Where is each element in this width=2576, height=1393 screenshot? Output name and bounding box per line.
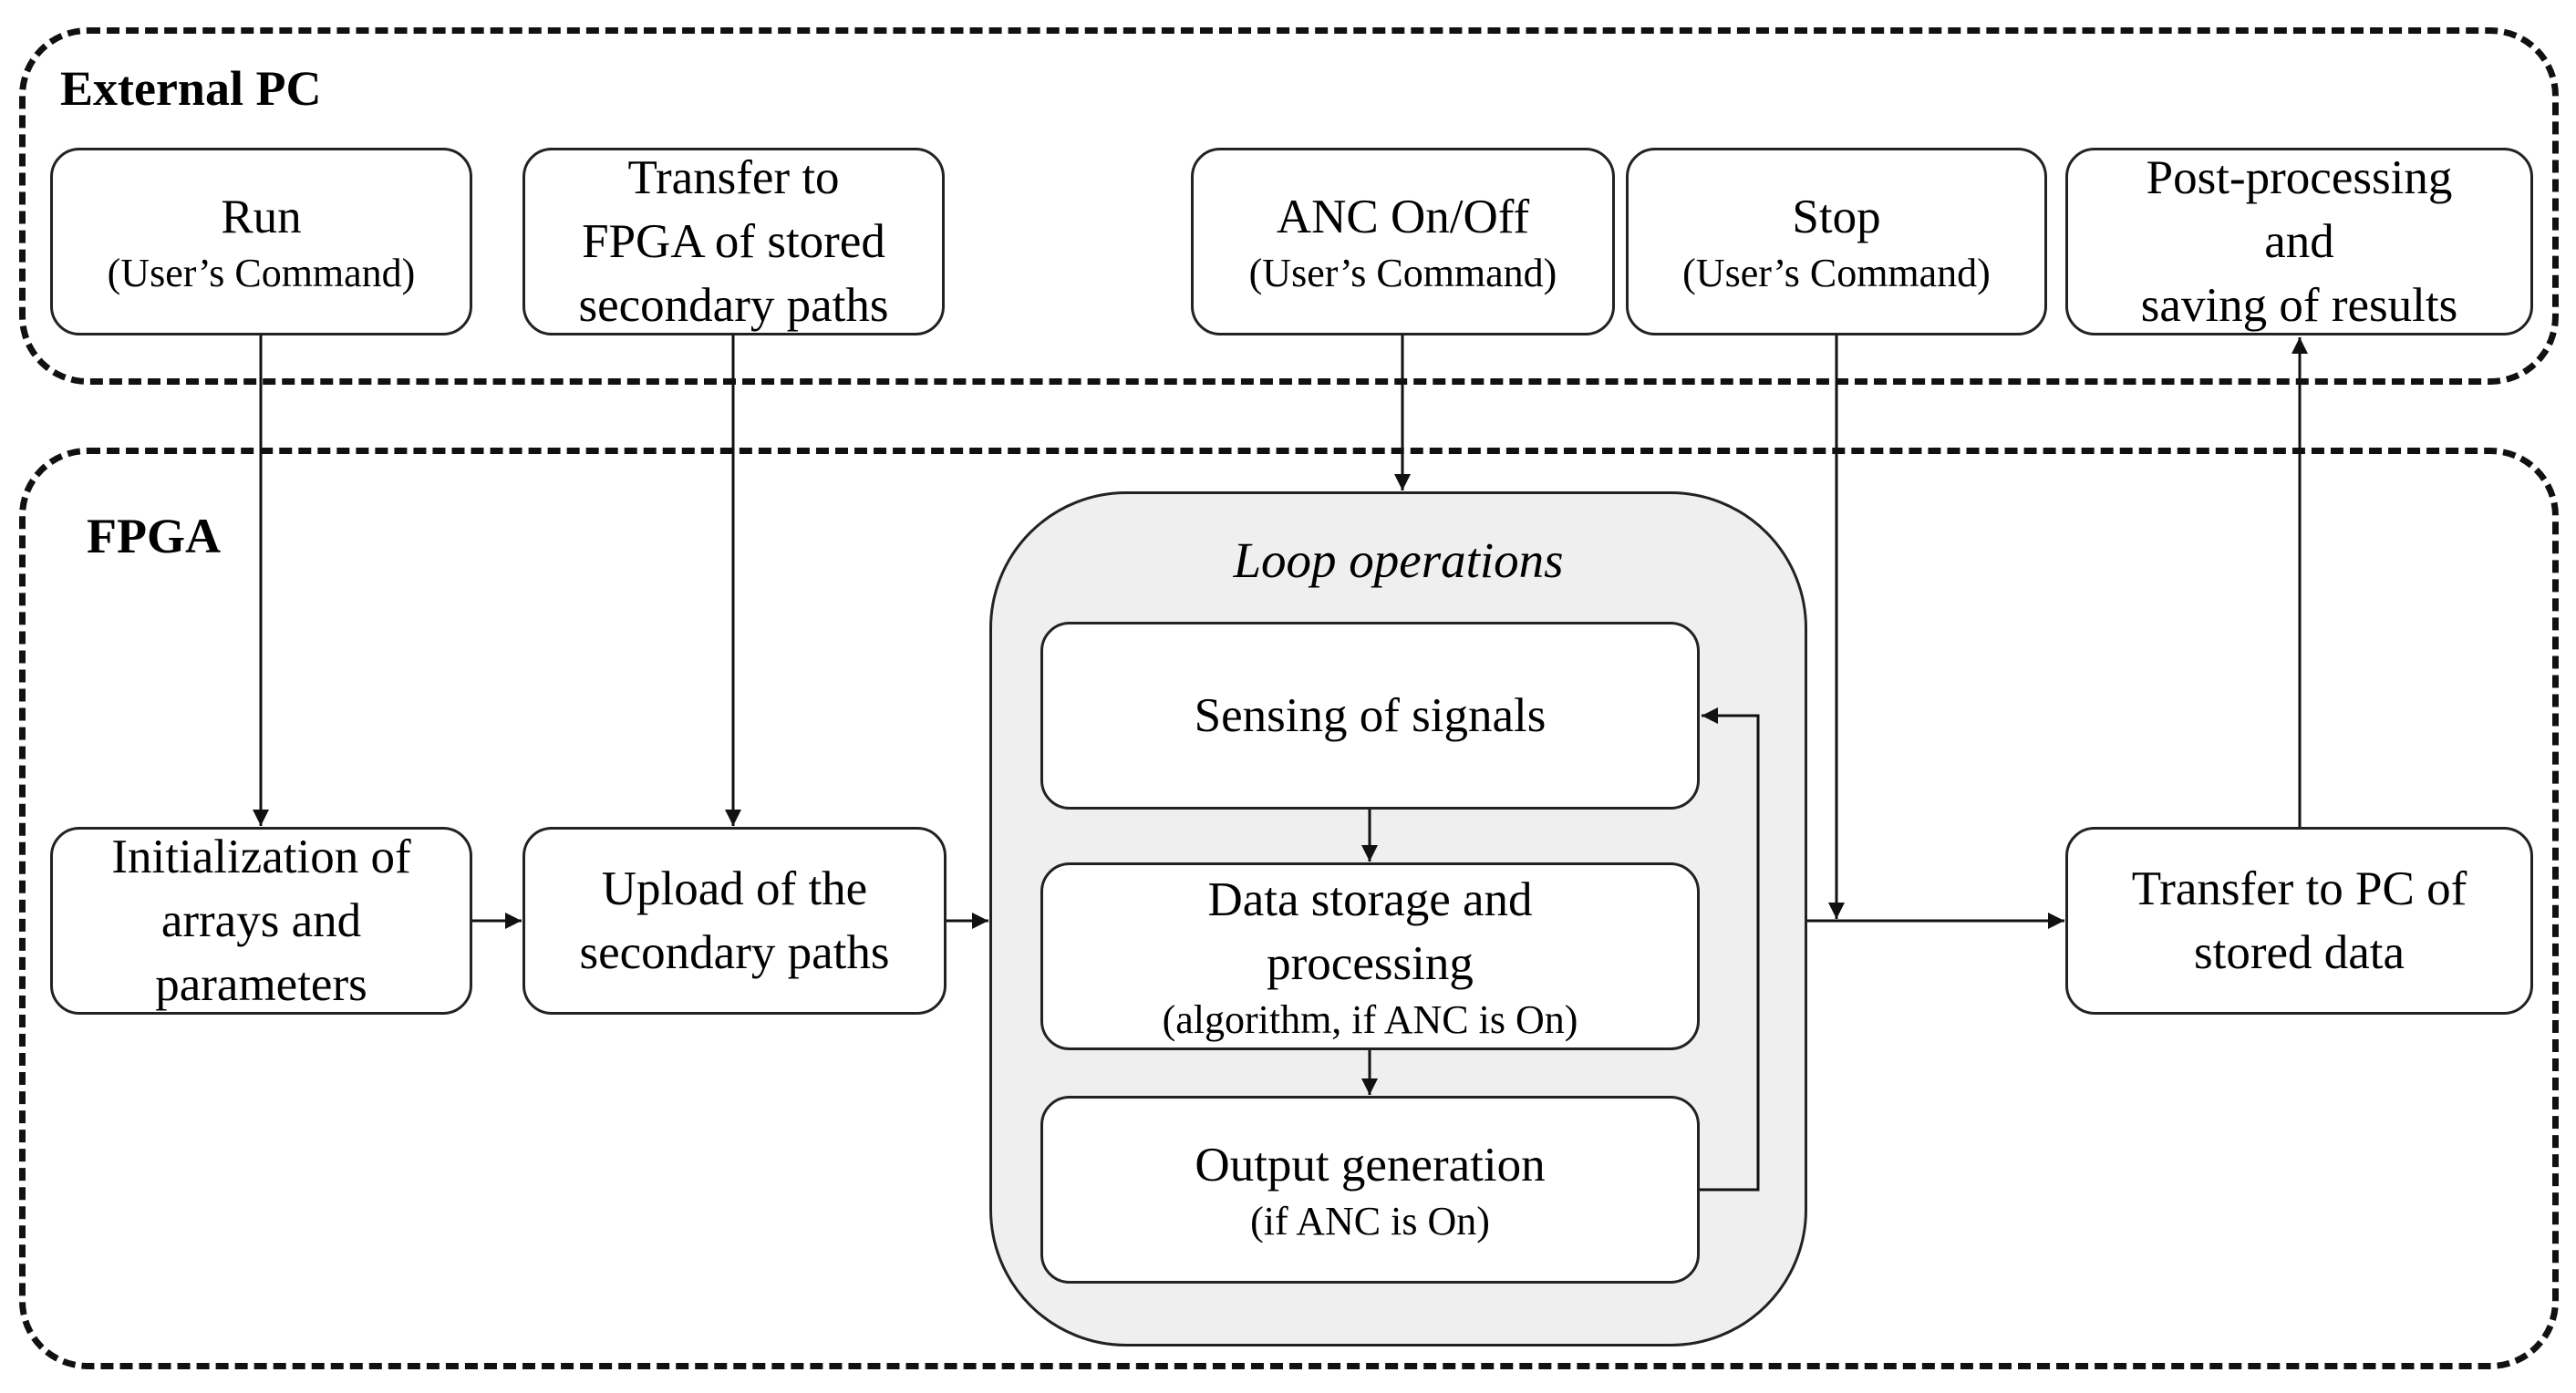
post-processing-box: Post-processing and saving of results (2065, 148, 2533, 335)
initialization-label: Initialization of arrays and parameters (111, 831, 411, 1011)
sensing-label: Sensing of signals (1194, 689, 1547, 742)
output-generation-box: Output generation (if ANC is On) (1040, 1096, 1700, 1284)
run-sublabel: (User’s Command) (107, 251, 416, 295)
anc-toggle-label: ANC On/Off (1276, 191, 1530, 243)
fpga-label: FPGA (87, 509, 221, 563)
anc-toggle-sublabel: (User’s Command) (1248, 251, 1557, 295)
stop-label: Stop (1792, 191, 1881, 243)
transfer-to-fpga-label: Transfer to FPGA of stored secondary pat… (578, 151, 889, 332)
data-storage-label: Data storage and processing (1207, 873, 1533, 990)
external-pc-region (19, 27, 2559, 385)
stop-box: Stop (User’s Command) (1626, 148, 2047, 335)
post-processing-label: Post-processing and saving of results (2140, 151, 2458, 332)
sensing-box: Sensing of signals (1040, 622, 1700, 810)
transfer-to-pc-label: Transfer to PC of stored data (2131, 862, 2467, 979)
loop-operations-title: Loop operations (1233, 532, 1564, 588)
external-pc-label: External PC (60, 61, 322, 116)
data-storage-box: Data storage and processing (algorithm, … (1040, 862, 1700, 1050)
transfer-to-pc-box: Transfer to PC of stored data (2065, 827, 2533, 1015)
initialization-box: Initialization of arrays and parameters (50, 827, 472, 1015)
output-generation-sublabel: (if ANC is On) (1250, 1199, 1490, 1243)
upload-secondary-paths-box: Upload of the secondary paths (522, 827, 947, 1015)
upload-secondary-paths-label: Upload of the secondary paths (579, 862, 890, 979)
anc-toggle-box: ANC On/Off (User’s Command) (1191, 148, 1615, 335)
run-box: Run (User’s Command) (50, 148, 472, 335)
transfer-to-fpga-box: Transfer to FPGA of stored secondary pat… (522, 148, 945, 335)
fpga-region (19, 448, 2559, 1369)
arrow-output-feedback (1700, 707, 1760, 1192)
run-label: Run (221, 191, 302, 243)
stop-sublabel: (User’s Command) (1682, 251, 1991, 295)
data-storage-sublabel: (algorithm, if ANC is On) (1162, 997, 1578, 1042)
output-generation-label: Output generation (1195, 1139, 1546, 1192)
